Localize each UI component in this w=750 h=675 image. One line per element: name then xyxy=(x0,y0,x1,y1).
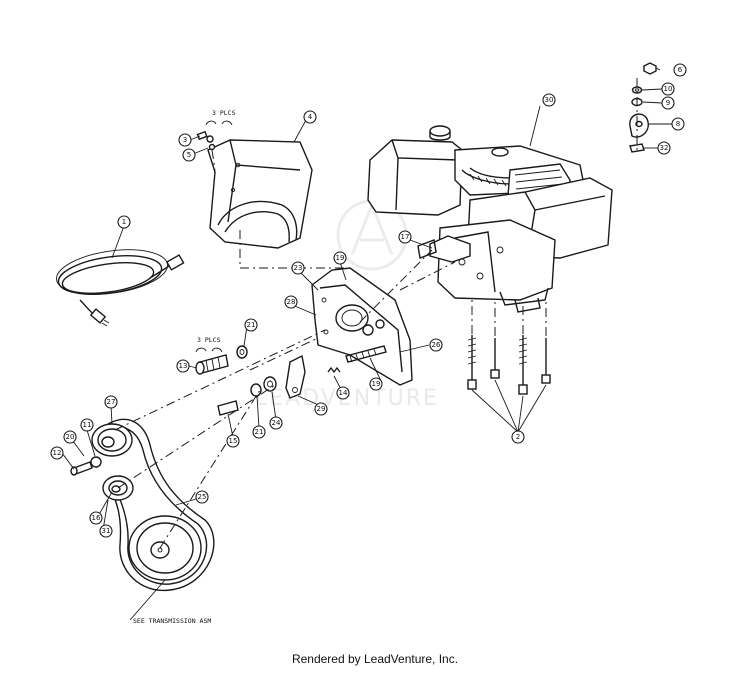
callout-20: 20 xyxy=(63,430,77,444)
callout-27: 27 xyxy=(104,395,118,409)
callout-16: 16 xyxy=(89,511,103,525)
svg-text:16: 16 xyxy=(92,514,101,522)
svg-text:27: 27 xyxy=(107,398,116,406)
callout-23: 23 xyxy=(291,261,305,275)
callout-21-lower: 21 xyxy=(252,425,266,439)
callout-32: 32 xyxy=(657,141,671,155)
footer-credit: Rendered by LeadVenture, Inc. xyxy=(291,652,459,666)
callout-12: 12 xyxy=(50,446,64,460)
callout-24: 24 xyxy=(269,416,283,430)
callout-5: 5 xyxy=(182,148,196,162)
callout-1: 1 xyxy=(117,215,131,229)
svg-text:14: 14 xyxy=(339,389,348,397)
callout-9: 9 xyxy=(661,96,675,110)
hardware-lower-left xyxy=(217,376,277,416)
callout-30: 30 xyxy=(542,93,556,107)
callout-19-plate: 19 xyxy=(333,251,347,265)
svg-text:24: 24 xyxy=(272,419,281,427)
callout-6: 6 xyxy=(673,63,687,77)
note-3-plcs-mid: 3 PLCS xyxy=(197,336,221,344)
svg-text:30: 30 xyxy=(545,96,554,104)
svg-text:19: 19 xyxy=(372,380,381,388)
svg-text:6: 6 xyxy=(678,66,683,74)
svg-text:3: 3 xyxy=(183,136,187,144)
svg-text:25: 25 xyxy=(198,493,207,501)
svg-text:9: 9 xyxy=(666,99,670,107)
svg-text:4: 4 xyxy=(308,113,313,121)
callout-13: 13 xyxy=(176,359,190,373)
svg-text:5: 5 xyxy=(187,151,191,159)
engine-mount-bolts xyxy=(467,335,551,395)
callout-29: 29 xyxy=(314,402,328,416)
engine xyxy=(367,125,613,313)
svg-text:26: 26 xyxy=(432,341,441,349)
svg-text:29: 29 xyxy=(317,405,326,413)
belt-cover xyxy=(207,139,313,249)
svg-text:20: 20 xyxy=(66,433,75,441)
note-see-transmission: SEE TRANSMISSION ASM xyxy=(133,617,211,625)
svg-text:21: 21 xyxy=(247,321,256,329)
svg-text:13: 13 xyxy=(179,362,188,370)
svg-text:17: 17 xyxy=(401,233,410,241)
engine-mount-plate xyxy=(311,267,413,386)
callout-2: 2 xyxy=(511,430,525,444)
callout-11: 11 xyxy=(80,418,94,432)
svg-text:10: 10 xyxy=(664,85,673,93)
callout-21-upper: 21 xyxy=(244,318,258,332)
svg-text:15: 15 xyxy=(229,437,238,445)
svg-text:2: 2 xyxy=(516,433,520,441)
callout-26: 26 xyxy=(429,338,443,352)
callout-3: 3 xyxy=(178,133,192,147)
idler-bracket xyxy=(285,345,387,399)
svg-text:8: 8 xyxy=(676,120,680,128)
callout-10: 10 xyxy=(661,82,675,96)
cover-screws xyxy=(196,130,216,151)
note-3-plcs-top: 3 PLCS xyxy=(212,109,236,117)
svg-text:19: 19 xyxy=(336,254,345,262)
callout-15: 15 xyxy=(226,434,240,448)
drive-belt xyxy=(101,418,215,592)
svg-text:32: 32 xyxy=(660,144,669,152)
assembly-centerlines xyxy=(114,78,638,549)
extension-cord xyxy=(56,249,185,327)
callout-17: 17 xyxy=(398,230,412,244)
svg-text:12: 12 xyxy=(53,449,62,457)
callout-25: 25 xyxy=(195,490,209,504)
callout-19-bracket: 19 xyxy=(369,377,383,391)
svg-text:1: 1 xyxy=(122,218,126,226)
svg-text:28: 28 xyxy=(287,298,296,306)
small-spring xyxy=(327,366,341,374)
engine-pulley xyxy=(91,423,133,457)
callout-8: 8 xyxy=(671,117,685,131)
pulley-bolt xyxy=(70,456,102,476)
callout-4: 4 xyxy=(303,110,317,124)
transmission-pulley xyxy=(128,515,202,581)
hardware-upper-left xyxy=(195,345,248,375)
engine-shaft-key xyxy=(417,235,471,263)
top-right-hardware xyxy=(629,62,657,153)
callout-31: 31 xyxy=(99,524,113,538)
svg-text:21: 21 xyxy=(255,428,264,436)
svg-text:23: 23 xyxy=(294,264,303,272)
svg-text:31: 31 xyxy=(102,527,111,535)
callout-28: 28 xyxy=(284,295,298,309)
callout-14: 14 xyxy=(336,386,350,400)
svg-text:11: 11 xyxy=(83,421,92,429)
